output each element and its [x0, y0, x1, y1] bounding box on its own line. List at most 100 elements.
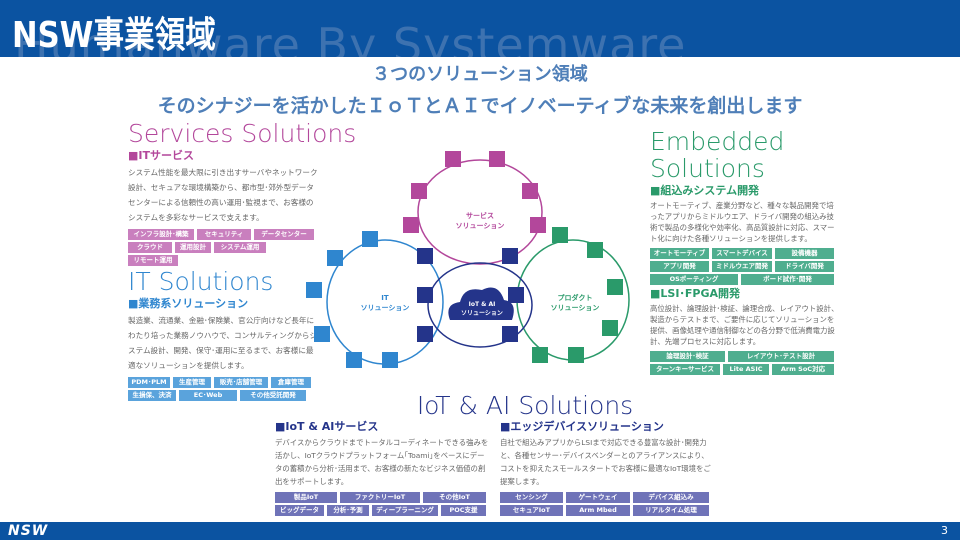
- embedded-text: オートモーティブ、産業分野など、種々な製品開発で培ったアプリからミドルウエア、ド…: [650, 201, 835, 243]
- center-nodes: [417, 248, 524, 342]
- solutions-diagram: IoT & AI ソリューション サービス ソリューション IT ソリューション…: [306, 151, 630, 368]
- product-nodes: [532, 227, 623, 363]
- tag: ターンキーサービス: [650, 364, 720, 375]
- tag: センシング: [500, 492, 563, 503]
- tag: 倉庫管理: [271, 377, 311, 388]
- tag: セキュアIoT: [500, 505, 563, 516]
- truck-icon: [306, 282, 322, 298]
- lsi-text: 高位設計、論理設計･検証、論理合成、レイアウト設計、製造からテストまで、ご要件に…: [650, 304, 839, 346]
- tag: Arm SoC対応: [772, 364, 834, 375]
- tablet-icon: [602, 320, 618, 336]
- it-label-2: ソリューション: [361, 304, 410, 312]
- tag: 論理設計･検証: [650, 351, 725, 362]
- datacenter-icon: [445, 151, 461, 167]
- center-ring: [427, 262, 533, 348]
- tag: 分析･予測: [327, 505, 369, 516]
- watermark: Humanware By Systemware: [14, 18, 687, 57]
- iot-tags: 製品IoT ファクトリーIoT その他IoT ビッグデータ 分析･予測 ディープ…: [275, 492, 490, 516]
- tag: デバイス組込み: [633, 492, 709, 503]
- lock-icon: [489, 151, 505, 167]
- center-label-2: ソリューション: [461, 310, 503, 317]
- center-label: IoT & AI: [469, 301, 496, 308]
- subtitle-2: そのシナジーを活かしたＩｏＴとＡＩでイノベーティブな未来を創出します: [157, 95, 803, 117]
- edge-heading: ■エッジデバイスソリューション: [500, 420, 664, 433]
- tag: その他受託開発: [240, 390, 306, 401]
- cloud-icon: [411, 183, 427, 199]
- network-icon: [522, 183, 538, 199]
- solar-icon: [552, 227, 568, 243]
- tag: POC支援: [441, 505, 486, 516]
- header-bar: Humanware By Systemware NSW事業領域: [0, 0, 960, 57]
- tag: ビッグデータ: [275, 505, 324, 516]
- service-label: サービス: [466, 211, 494, 220]
- iot-text: デバイスからクラウドまでトータルコーディネートできる強みを活かし、IoTクラウド…: [275, 438, 489, 486]
- sensor-icon: [508, 287, 524, 303]
- services-tags: インフラ設計･構築 セキュリティ データセンター クラウド 運用設計 システム運…: [128, 229, 318, 266]
- cloud-icon: [448, 287, 514, 320]
- tag: アプリ開発: [650, 261, 709, 272]
- page-number: 3: [941, 524, 948, 537]
- lsi-tags: 論理設計･検証 レイアウト･テスト設計 ターンキーサービス Lite ASIC …: [650, 351, 840, 375]
- tag: その他IoT: [423, 492, 486, 503]
- chip-icon: [502, 248, 518, 264]
- tag: 設備機器: [775, 248, 834, 259]
- iot-section: IoT & AI Solutions ■IoT & AIサービス デバイスからク…: [275, 391, 715, 516]
- building-icon: [346, 352, 362, 368]
- tag: Arm Mbed: [566, 505, 630, 516]
- tag: 生産管理: [173, 377, 211, 388]
- subtitle-1: ３つのソリューション領域: [372, 64, 588, 85]
- tag: 生損保、決済: [128, 390, 176, 401]
- lsi-heading: ■LSI･FPGA開発: [650, 287, 741, 300]
- tag: ディープラーニング: [372, 505, 438, 516]
- tag: リモート運用: [128, 255, 178, 266]
- tag: ファクトリーIoT: [340, 492, 420, 503]
- tag: ゲートウェイ: [566, 492, 630, 503]
- tag: データセンター: [254, 229, 314, 240]
- iot-heading: ■IoT & AIサービス: [275, 420, 379, 433]
- tag: リアルタイム処理: [633, 505, 709, 516]
- warehouse-icon: [314, 326, 330, 342]
- it-title: IT Solutions: [128, 267, 274, 296]
- product-label: プロダクト: [558, 293, 593, 302]
- tag: セキュリティ: [197, 229, 251, 240]
- heart-icon: [587, 242, 603, 258]
- embedded-heading: ■組込みシステム開発: [650, 184, 760, 197]
- register-icon: [327, 250, 343, 266]
- footer-bar: NSW 3: [0, 522, 960, 540]
- tag: レイアウト･テスト設計: [728, 351, 834, 362]
- it-nodes: [306, 231, 398, 368]
- service-nodes: [403, 151, 546, 233]
- embedded-section: Embedded Solutions ■組込みシステム開発 オートモーティブ、産…: [650, 128, 840, 375]
- tag: クラウド: [128, 242, 172, 253]
- lens-icon: [532, 347, 548, 363]
- edge-device-icon: [502, 326, 518, 342]
- tag: Lite ASIC: [723, 364, 769, 375]
- car-icon: [607, 279, 623, 295]
- tag: EC･Web: [179, 390, 237, 401]
- services-section: Services Solutions ■ITサービス システム性能を最大限に引き…: [128, 119, 357, 266]
- it-heading: ■業務系ソリューション: [128, 297, 249, 310]
- tag: 販売･店舗管理: [214, 377, 268, 388]
- tag: OSポーティング: [650, 274, 738, 285]
- iot-title: IoT & AI Solutions: [416, 391, 634, 420]
- embedded-tags: オートモーティブ スマートデバイス 設備機器 アプリ開発 ミドルウエア開発 ドラ…: [650, 248, 840, 285]
- people-icon: [382, 352, 398, 368]
- nsw-logo: NSW: [8, 523, 49, 539]
- embedded-title-2: Solutions: [650, 154, 765, 183]
- tag: スマートデバイス: [712, 248, 772, 259]
- support-icon: [530, 217, 546, 233]
- service-label-2: ソリューション: [456, 222, 505, 230]
- it-text: 製造業、流通業、金融･保険業、官公庁向けなど長年にわたり培った業務ノウハウで、コ…: [128, 316, 318, 370]
- robot-icon: [403, 217, 419, 233]
- gear-icon: [568, 347, 584, 363]
- tag: オートモーティブ: [650, 248, 709, 259]
- tools-icon: [362, 231, 378, 247]
- slide-title: NSW事業領域: [12, 15, 216, 56]
- tag: ボード試作･開発: [741, 274, 834, 285]
- tag: 製品IoT: [275, 492, 337, 503]
- embedded-title-1: Embedded: [650, 127, 785, 156]
- tag: PDM･PLM: [128, 377, 170, 388]
- services-title: Services Solutions: [128, 119, 357, 148]
- tag: インフラ設計･構築: [128, 229, 194, 240]
- it-label: IT: [381, 294, 389, 302]
